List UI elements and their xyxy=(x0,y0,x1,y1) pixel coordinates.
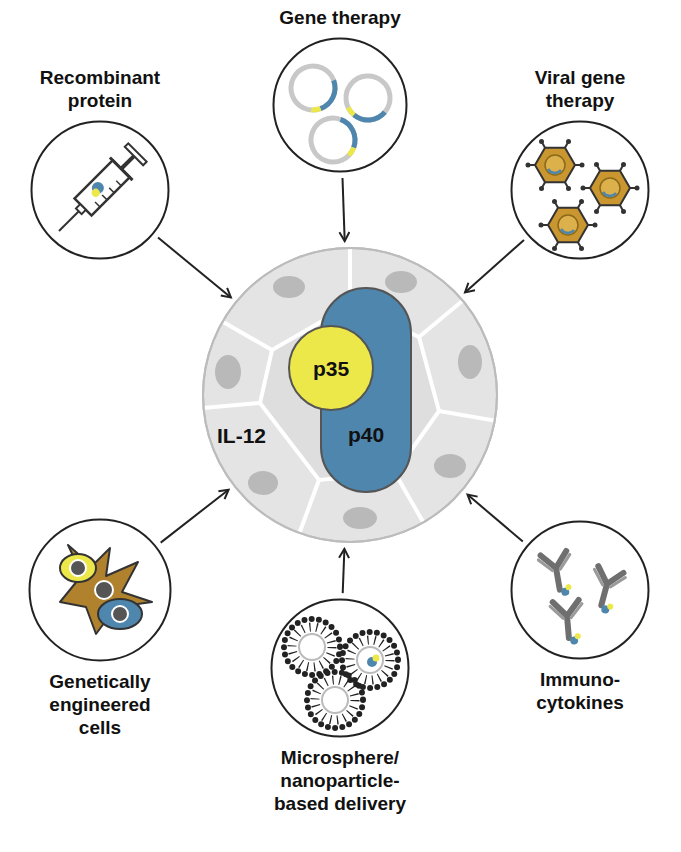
cell-cluster-node: IL-12 p35 p40 xyxy=(202,247,498,543)
method-circle: Microsphere/ nanoparticle- based deliver… xyxy=(265,598,415,815)
circle-border-outline xyxy=(274,39,407,172)
circle-border-outline xyxy=(512,522,649,659)
arrow-connector xyxy=(161,490,229,543)
circle-border xyxy=(270,598,410,738)
arrow-connector xyxy=(465,240,524,293)
method-circle-shape xyxy=(270,598,410,738)
cluster-border-outline xyxy=(203,248,497,542)
arrow-connector xyxy=(343,549,345,593)
circle-border-outline xyxy=(272,600,409,737)
circle-border xyxy=(510,520,650,660)
method-label: Immuno- cytokines xyxy=(525,668,635,714)
method-label: Gene therapy xyxy=(240,6,440,29)
subunit-label: p40 xyxy=(348,422,384,447)
subunit-label: p35 xyxy=(313,356,349,381)
circle-border xyxy=(28,518,172,662)
method-circle: Viral gene therapy xyxy=(510,66,650,260)
cluster-rim xyxy=(203,248,497,542)
circle-border xyxy=(30,120,170,260)
subunit-shape-outline xyxy=(321,288,411,492)
method-label: Microsphere/ nanoparticle- based deliver… xyxy=(265,746,415,815)
method-circle-shape xyxy=(272,37,408,173)
virus-icon xyxy=(539,199,598,251)
circle-border-outline xyxy=(30,520,171,661)
nanoparticle-icon xyxy=(342,632,398,688)
circle-border-outline xyxy=(512,122,649,259)
virus-icon xyxy=(526,139,585,191)
method-circle-shape xyxy=(28,518,172,662)
arrow-connector xyxy=(158,238,231,298)
nanoparticle-icon xyxy=(307,672,363,728)
arrow-connector xyxy=(468,495,523,542)
cytokine-name: IL-12 xyxy=(214,423,269,448)
plasmid-icon xyxy=(285,60,341,116)
antibody-icon xyxy=(584,565,626,616)
method-circle-shape xyxy=(510,120,650,260)
method-circle: Recombinant protein xyxy=(30,66,170,260)
subunit-circle: p35 xyxy=(288,325,374,411)
circle-border xyxy=(272,37,408,173)
method-circle-shape xyxy=(510,520,650,660)
method-circle: Gene therapy xyxy=(240,6,440,173)
method-circle: Genetically engineered cells xyxy=(28,518,172,739)
method-circle: Immuno- cytokines xyxy=(510,520,650,714)
payload-dot xyxy=(373,655,380,662)
nanoparticle-icon xyxy=(284,619,340,675)
virus-icon xyxy=(581,162,640,214)
antibody-icon xyxy=(538,550,577,599)
arrow-connector xyxy=(343,178,345,241)
method-label: Recombinant protein xyxy=(30,66,170,112)
circle-border-outline xyxy=(32,122,169,259)
antibody-icon xyxy=(550,600,586,647)
method-label: Genetically engineered cells xyxy=(35,670,165,739)
plasmid-icon xyxy=(305,112,361,168)
cells-icon xyxy=(60,545,152,634)
method-label: Viral gene therapy xyxy=(515,66,645,112)
cell-cluster xyxy=(191,235,508,545)
circle-border xyxy=(510,120,650,260)
method-circle-shape xyxy=(30,120,170,260)
syringe-icon xyxy=(48,141,149,242)
subunit-shape-outline xyxy=(289,326,373,410)
